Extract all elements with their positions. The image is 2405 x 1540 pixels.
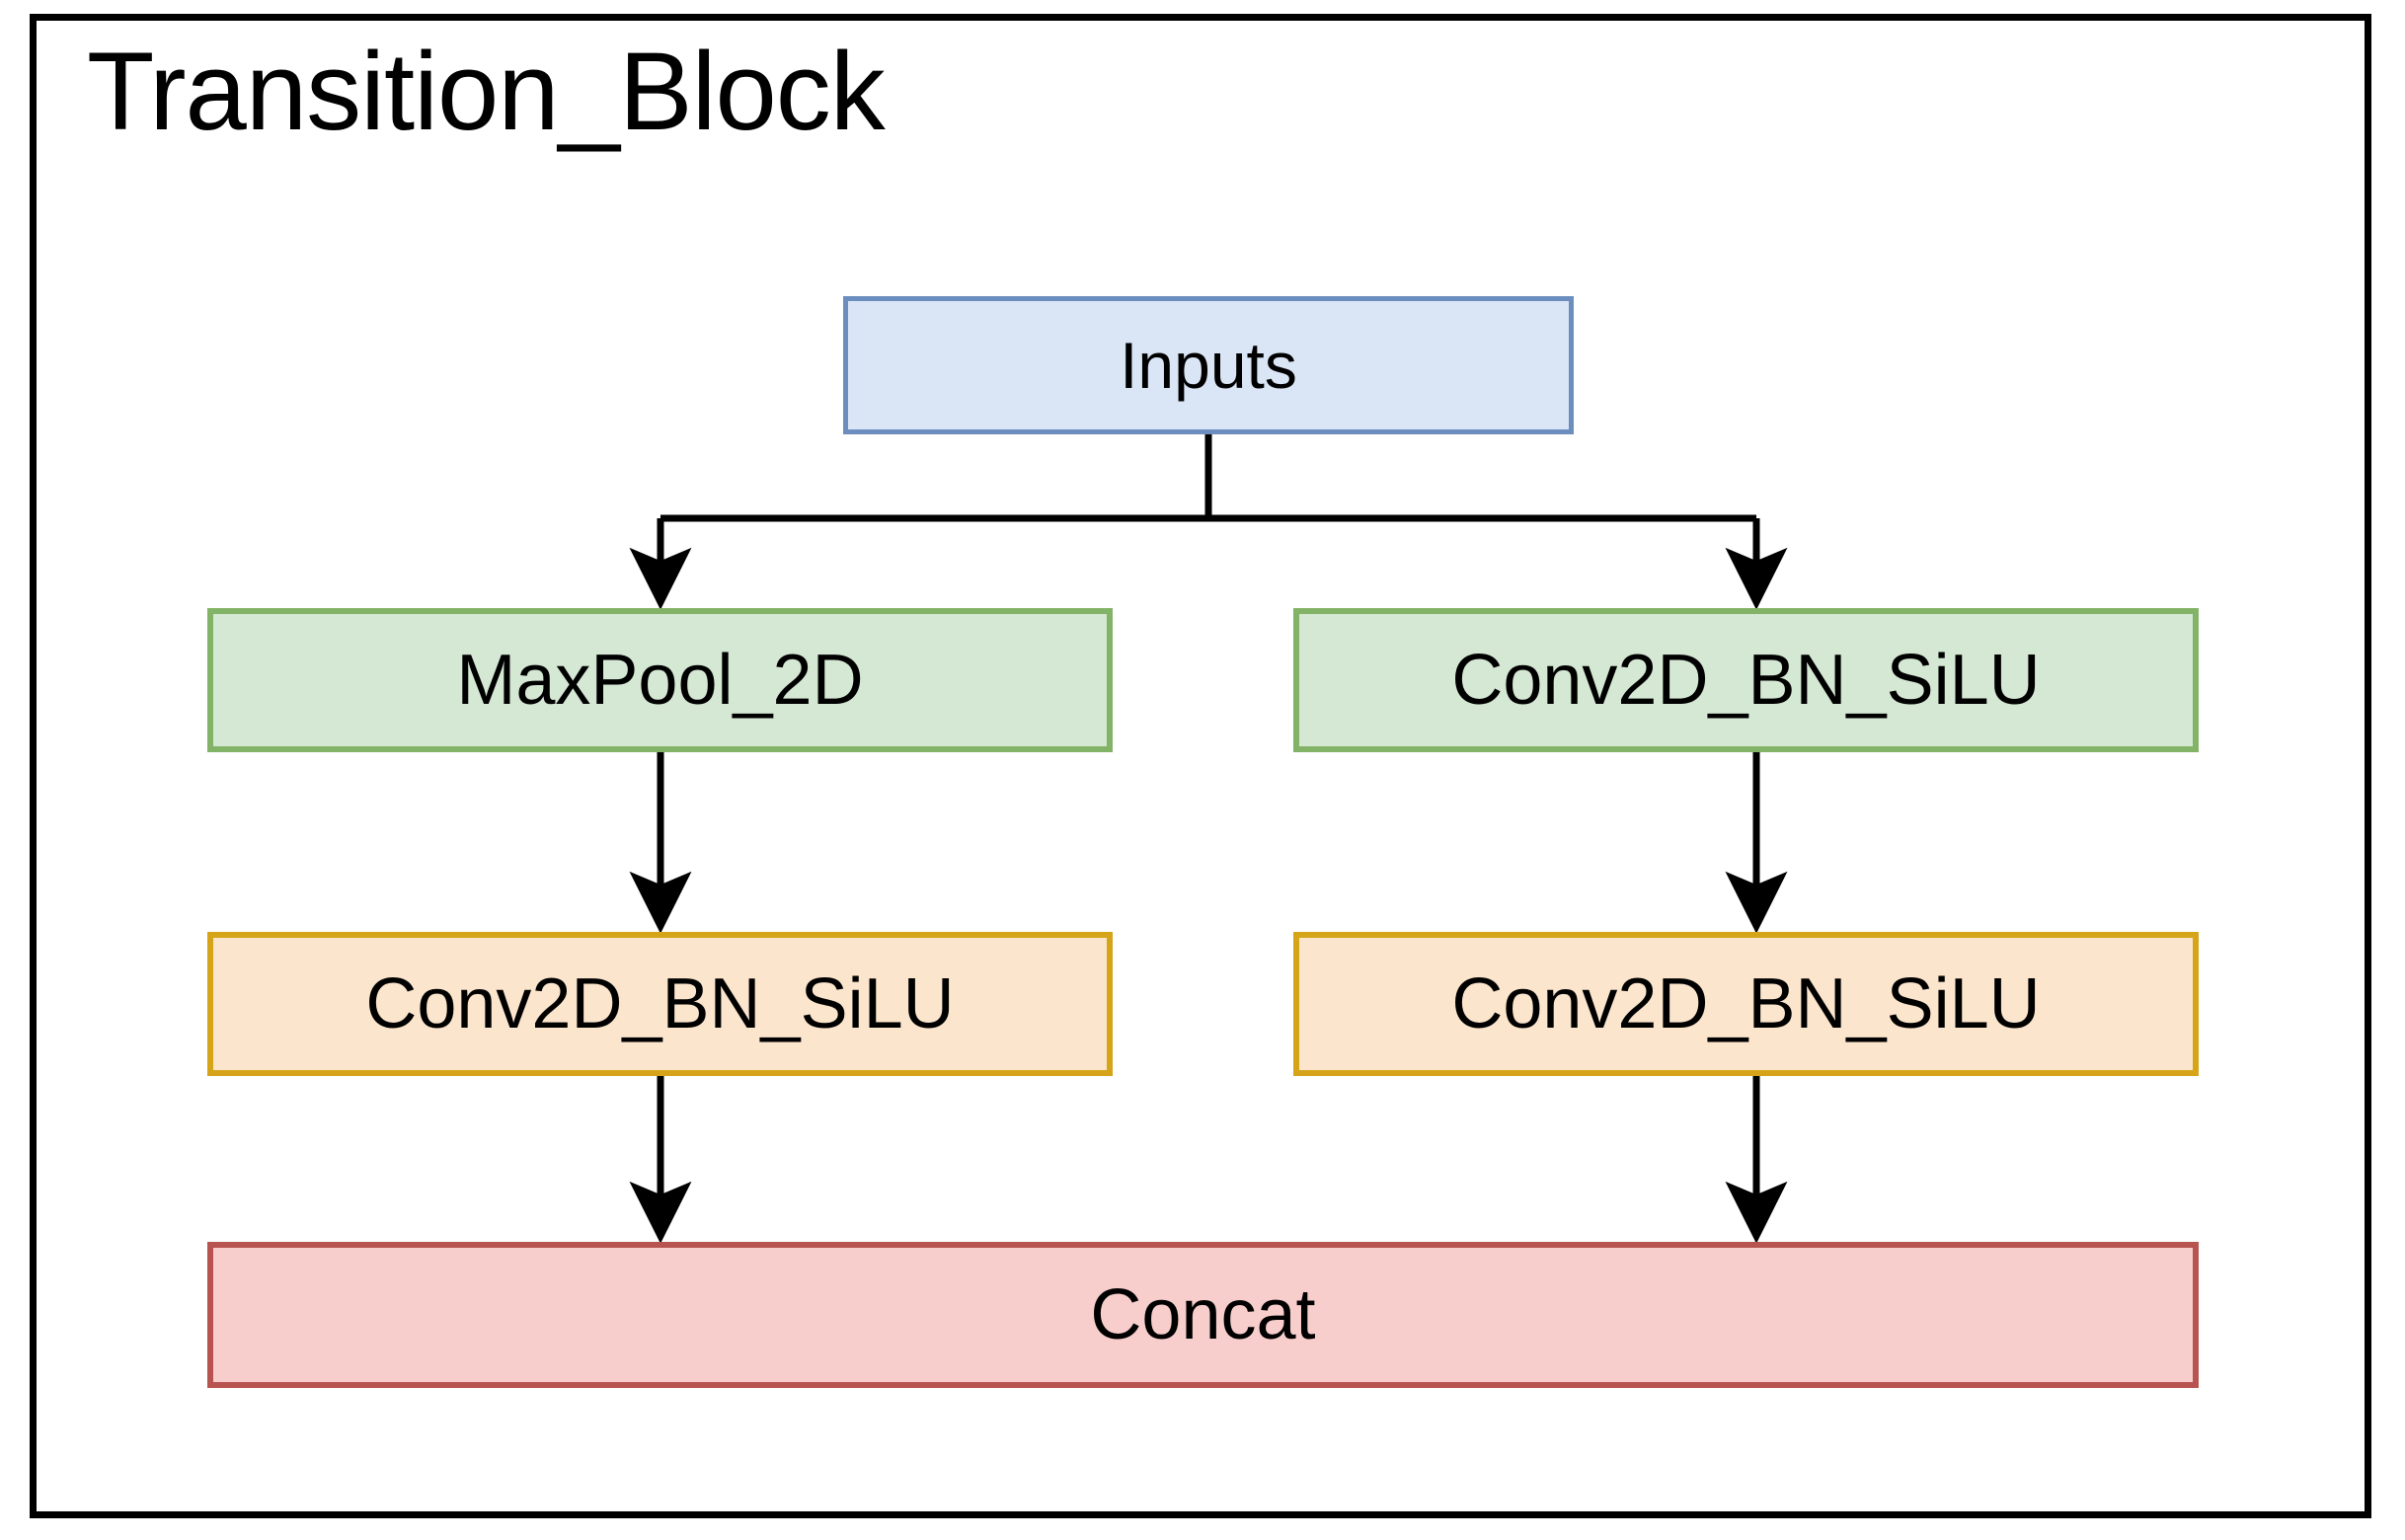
node-maxpool-2d[interactable]: MaxPool_2D xyxy=(207,608,1113,752)
edge-inputs-split xyxy=(660,434,1756,522)
node-concat[interactable]: Concat xyxy=(207,1242,2199,1388)
node-conv2d-bn-silu-right-top[interactable]: Conv2D_BN_SiLU xyxy=(1293,608,2199,752)
node-maxpool-2d-label: MaxPool_2D xyxy=(456,641,864,720)
node-conv2d-bn-silu-left-bottom[interactable]: Conv2D_BN_SiLU xyxy=(207,932,1113,1076)
node-conv2d-bn-silu-right-bottom-label: Conv2D_BN_SiLU xyxy=(1451,964,2041,1043)
page-title: Transition_Block xyxy=(87,30,886,153)
node-inputs-label: Inputs xyxy=(1120,329,1297,402)
node-conv2d-bn-silu-right-bottom[interactable]: Conv2D_BN_SiLU xyxy=(1293,932,2199,1076)
node-inputs[interactable]: Inputs xyxy=(843,296,1574,434)
node-conv2d-bn-silu-right-top-label: Conv2D_BN_SiLU xyxy=(1451,641,2041,720)
node-conv2d-bn-silu-left-bottom-label: Conv2D_BN_SiLU xyxy=(365,964,955,1043)
node-concat-label: Concat xyxy=(1090,1275,1316,1354)
